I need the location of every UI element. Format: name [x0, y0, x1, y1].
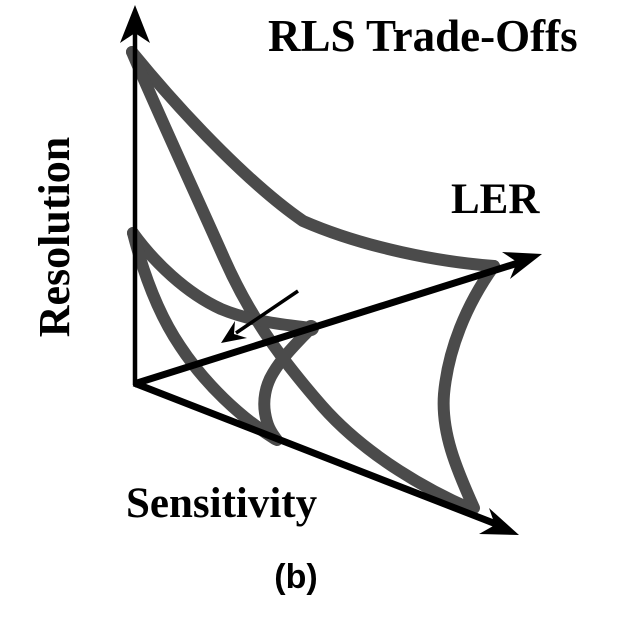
- shrink-annotation-arrow: [221, 289, 299, 343]
- axes: [120, 5, 542, 535]
- inner-surface-right-edge: [258, 322, 317, 446]
- sensitivity-axis-arrowhead: [479, 508, 519, 535]
- outer-surface-right-edge: [437, 260, 500, 514]
- resolution-axis-label: Resolution: [30, 136, 79, 338]
- inner-surface-left-edge: [127, 227, 281, 445]
- annotation-arrow-shaft: [235, 289, 299, 335]
- inner-surface-top-edge: [127, 227, 317, 334]
- sensitivity-axis: [132, 379, 498, 528]
- sensitivity-axis-label: Sensitivity: [126, 480, 318, 527]
- resolution-axis-arrowhead: [120, 5, 150, 43]
- ler-axis-label: LER: [451, 176, 540, 223]
- ler-axis: [132, 259, 520, 388]
- annotation-arrow-head: [221, 321, 247, 343]
- inner-tradeoff-surface: [127, 227, 319, 446]
- outer-surface-top-edge: [126, 46, 500, 272]
- ler-axis-arrowhead: [502, 252, 542, 279]
- figure-title: RLS Trade-Offs: [268, 11, 578, 61]
- figure-caption: (b): [274, 558, 318, 596]
